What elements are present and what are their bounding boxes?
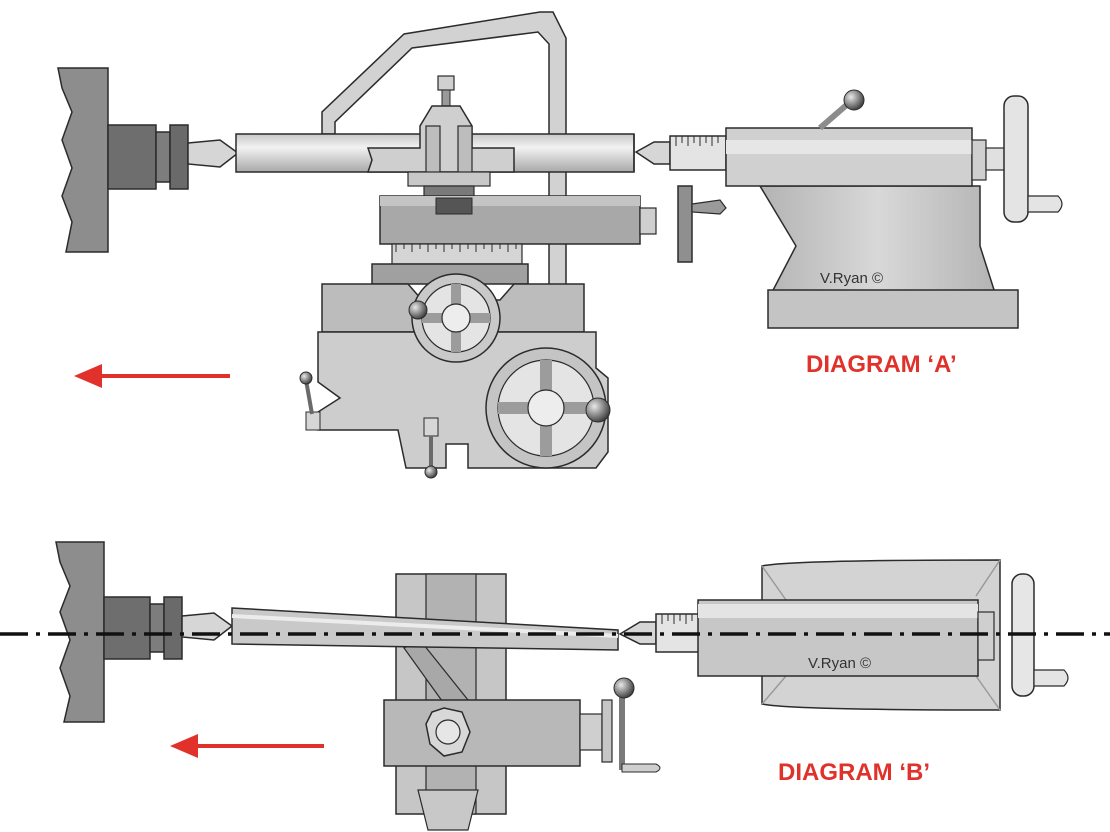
feed-direction-arrow-a: [74, 364, 230, 388]
diagram-a: V.Ryan © DIAGRAM ‘A’: [57, 11, 1063, 479]
diagram-b: V.Ryan © DIAGRAM ‘B’: [0, 541, 1110, 831]
diagram-b-label: DIAGRAM ‘B’: [778, 759, 930, 786]
chuck-b: [103, 596, 183, 660]
tool-post-a: [366, 75, 515, 187]
tailstock-a: V.Ryan ©: [725, 89, 1063, 329]
diagram-a-label: DIAGRAM ‘A’: [806, 351, 957, 378]
compound-slide-a: [371, 185, 727, 285]
handwheel-knob-icon: [408, 300, 428, 320]
saddle-handwheel-a[interactable]: [485, 347, 611, 469]
live-centre-a: [187, 139, 240, 168]
tapered-workpiece-b: [231, 607, 619, 651]
compound-lever-b[interactable]: [613, 677, 661, 773]
headstock-b: [55, 541, 105, 723]
credit-text-b: V.Ryan ©: [808, 655, 871, 672]
headstock-a: [57, 67, 109, 253]
cross-slide-handwheel-a[interactable]: [408, 273, 501, 363]
dead-centre-a: [634, 141, 671, 165]
feed-lever-a[interactable]: [299, 371, 321, 431]
chuck-a: [107, 124, 189, 190]
feed-direction-arrow-b: [170, 734, 324, 758]
tailstock-quill-a: [669, 135, 727, 171]
carriage-b: [383, 573, 613, 831]
half-nut-lever-a[interactable]: [423, 417, 439, 479]
handwheel-knob-icon: [585, 397, 611, 423]
credit-text-a: V.Ryan ©: [820, 270, 883, 287]
live-centre-b: [181, 612, 234, 641]
